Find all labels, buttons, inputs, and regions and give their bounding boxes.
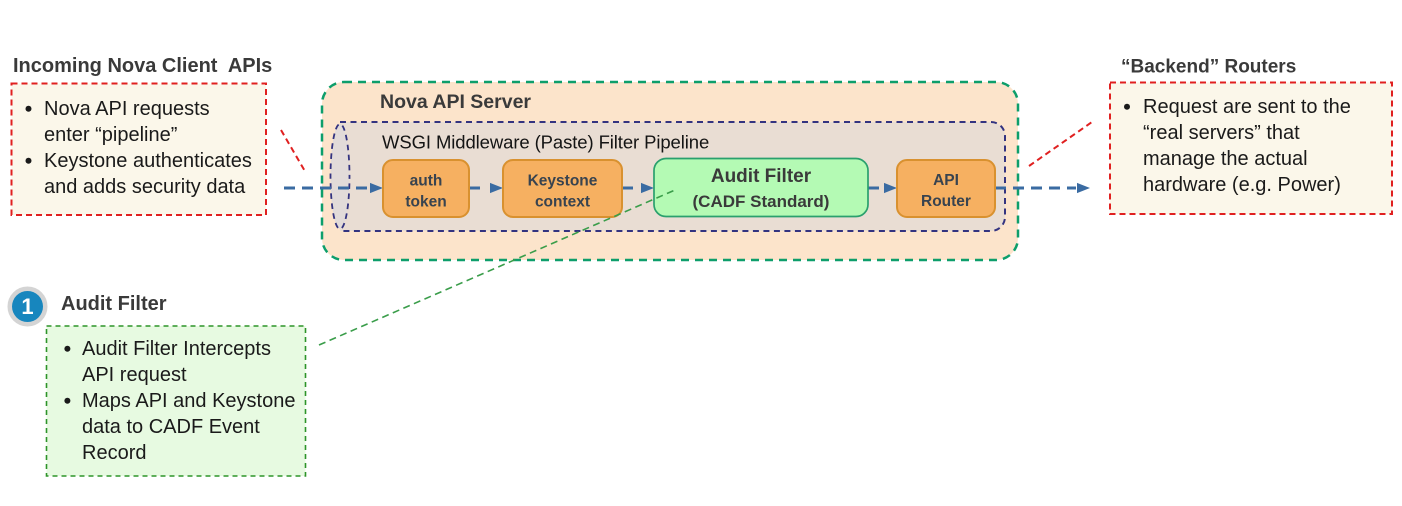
svg-text:and adds security data: and adds security data: [44, 176, 246, 198]
svg-text:Request are sent to the: Request are sent to the: [1143, 96, 1351, 118]
svg-text:Nova API requests: Nova API requests: [44, 98, 210, 120]
svg-text:Audit Filter Intercepts: Audit Filter Intercepts: [82, 338, 271, 360]
svg-text:Audit Filter: Audit Filter: [61, 293, 167, 315]
svg-text:WSGI Middleware (Paste) Filter: WSGI Middleware (Paste) Filter Pipeline: [382, 132, 709, 153]
svg-text:API request: API request: [82, 364, 187, 386]
svg-text:1: 1: [21, 294, 33, 319]
svg-text:Nova API Server: Nova API Server: [380, 91, 531, 113]
svg-text:Maps API and Keystone: Maps API and Keystone: [82, 390, 295, 412]
svg-text:Keystone authenticates: Keystone authenticates: [44, 150, 252, 172]
svg-text:(CADF Standard): (CADF Standard): [693, 192, 830, 211]
svg-text:data to CADF Event: data to CADF Event: [82, 416, 260, 438]
svg-text:Audit Filter: Audit Filter: [711, 166, 812, 187]
svg-text:context: context: [535, 194, 590, 211]
svg-text:Incoming Nova Client APIs: Incoming Nova Client APIs: [13, 55, 272, 77]
svg-text:Router: Router: [921, 193, 971, 210]
svg-text:auth: auth: [410, 173, 443, 190]
svg-text:API: API: [933, 172, 959, 189]
svg-text:Keystone: Keystone: [528, 173, 598, 190]
svg-text:“Backend” Routers: “Backend” Routers: [1121, 57, 1296, 78]
svg-text:Record: Record: [82, 442, 146, 464]
svg-text:token: token: [405, 194, 446, 211]
svg-text:hardware (e.g. Power): hardware (e.g. Power): [1143, 174, 1341, 196]
svg-text:manage the actual: manage the actual: [1143, 148, 1308, 170]
svg-text:“real servers” that: “real servers” that: [1143, 122, 1300, 144]
svg-text:enter “pipeline”: enter “pipeline”: [44, 124, 177, 146]
